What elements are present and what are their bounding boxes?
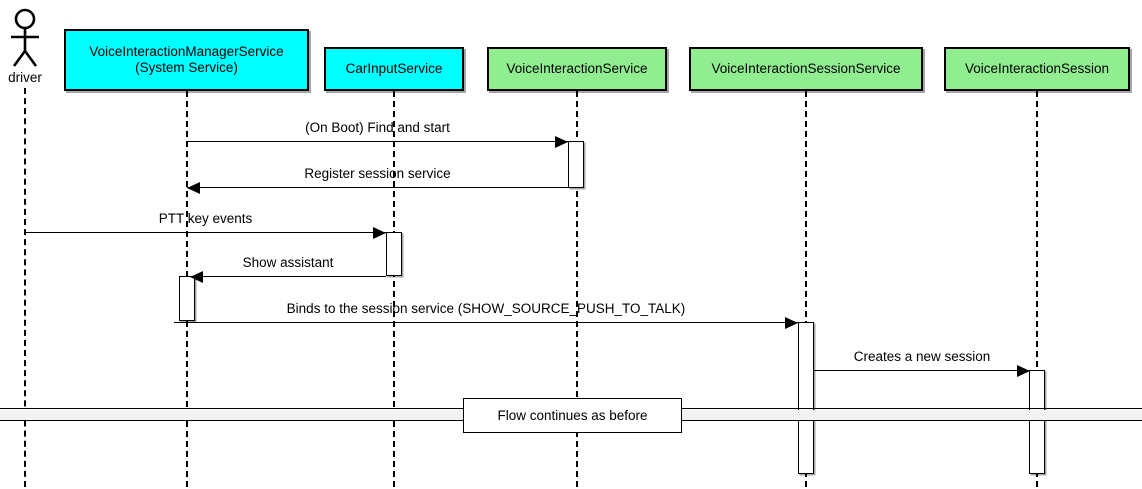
arrow-head-icon <box>187 181 200 194</box>
message-label: (On Boot) Find and start <box>305 120 450 135</box>
actor-label: driver <box>8 70 42 85</box>
activation-bar <box>798 322 814 474</box>
arrow-head-icon <box>785 316 798 329</box>
message-line <box>187 187 568 188</box>
message-line <box>187 141 568 142</box>
lifeline-vis <box>576 91 578 487</box>
activation-bar <box>568 141 584 188</box>
divider-note-box: Flow continues as before <box>463 398 682 433</box>
activation-bar <box>386 232 402 276</box>
participant-session[interactable]: VoiceInteractionSession <box>944 47 1130 91</box>
message-label: Show assistant <box>242 255 334 270</box>
message-line <box>814 370 1030 371</box>
participant-vis[interactable]: VoiceInteractionService <box>487 47 667 91</box>
participant-vims[interactable]: VoiceInteractionManagerService (System S… <box>64 29 309 91</box>
participant-viss[interactable]: VoiceInteractionSessionService <box>689 47 923 91</box>
lifeline-viss <box>805 91 807 487</box>
message-label: PTT key events <box>158 211 253 226</box>
lifeline-cis <box>393 91 395 487</box>
arrow-head-icon <box>373 226 386 239</box>
participant-cis[interactable]: CarInputService <box>324 47 464 91</box>
lifeline-session <box>1036 91 1038 487</box>
activation-bar <box>179 276 195 321</box>
activation-bar <box>1029 370 1045 474</box>
arrow-head-icon <box>555 135 568 148</box>
stick-figure-icon <box>11 8 39 67</box>
participant-label: VoiceInteractionSessionService <box>711 61 901 76</box>
participant-label: VoiceInteractionSession <box>964 61 1110 76</box>
arrow-head-icon <box>190 270 203 283</box>
message-label: Register session service <box>304 166 451 181</box>
arrow-head-icon <box>1017 364 1030 377</box>
participant-label: VoiceInteractionService <box>506 61 648 76</box>
divider-note-label: Flow continues as before <box>497 408 648 423</box>
message-label: Creates a new session <box>853 349 991 364</box>
lifeline-driver <box>24 88 26 487</box>
message-line <box>25 232 386 233</box>
participant-label: VoiceInteractionManagerService (System S… <box>89 44 284 75</box>
message-line <box>174 322 798 323</box>
participant-label: CarInputService <box>345 61 443 76</box>
message-line <box>190 276 386 277</box>
message-label: Binds to the session service (SHOW_SOURC… <box>286 301 686 316</box>
actor-driver: driver <box>2 6 48 96</box>
